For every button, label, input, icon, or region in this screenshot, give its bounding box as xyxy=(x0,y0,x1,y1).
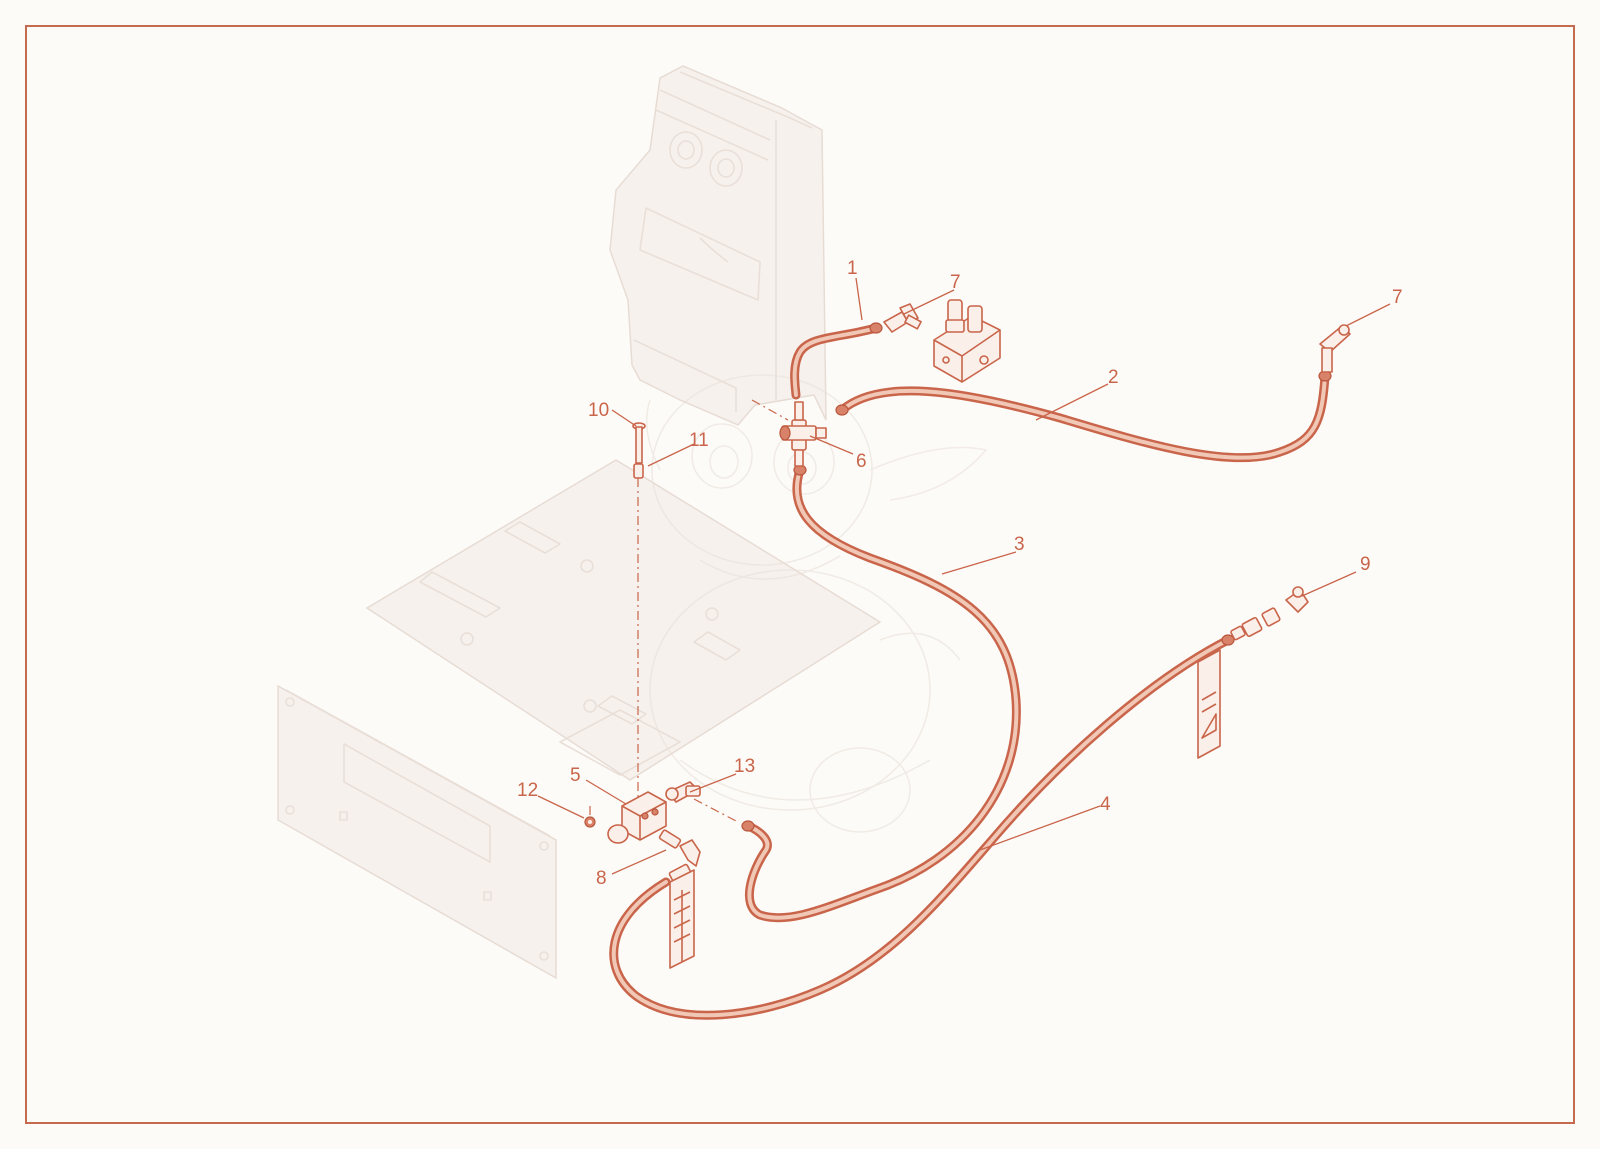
valve-5 xyxy=(607,791,667,844)
warning-tag-left xyxy=(669,869,695,969)
callout-1: 1 xyxy=(847,258,858,279)
leader-3 xyxy=(941,551,1017,575)
alignment-line-6 xyxy=(751,399,789,421)
ghost-base-plate xyxy=(365,459,882,781)
nut-12 xyxy=(584,816,596,828)
cross-fitting-6 xyxy=(779,401,827,467)
callout-11: 11 xyxy=(689,430,709,451)
callout-13: 13 xyxy=(734,756,755,777)
alignment-line-13 xyxy=(693,798,739,823)
callout-6: 6 xyxy=(856,451,867,472)
leader-6 xyxy=(809,435,854,455)
callout-7-upper-right: 7 xyxy=(1392,287,1403,308)
hose-2 xyxy=(837,371,1330,463)
valve-block xyxy=(933,299,1001,383)
ghost-watermark-mascot xyxy=(645,374,987,833)
callout-4: 4 xyxy=(1100,794,1111,815)
hose-end-fittings xyxy=(741,322,1332,832)
leader-8 xyxy=(611,849,667,875)
leader-11 xyxy=(647,443,695,467)
elbow-fitting-13 xyxy=(665,781,701,803)
callout-3: 3 xyxy=(1014,534,1025,555)
leader-2 xyxy=(1035,383,1109,421)
elbow-fitting-7b xyxy=(1319,324,1351,373)
ghost-tank-housing xyxy=(609,65,827,426)
leader-4 xyxy=(979,805,1101,851)
warning-tag-right xyxy=(1197,649,1221,759)
callout-5: 5 xyxy=(570,765,581,786)
ghost-front-panel xyxy=(277,684,557,980)
bolt-10 xyxy=(632,422,646,464)
fitting-8 xyxy=(658,829,701,883)
hose-4 xyxy=(609,635,1233,1020)
hose-3 xyxy=(743,465,1021,923)
drawing-border xyxy=(25,25,1575,1124)
callout-8: 8 xyxy=(596,868,607,889)
leader-12 xyxy=(537,795,585,819)
callout-12: 12 xyxy=(517,780,538,801)
callout-10: 10 xyxy=(588,400,609,421)
callout-2: 2 xyxy=(1108,367,1119,388)
leader-5 xyxy=(585,779,627,805)
callout-7-upper-left: 7 xyxy=(950,272,961,293)
callout-9: 9 xyxy=(1360,554,1371,575)
spacer-11 xyxy=(633,463,644,479)
leader-7a xyxy=(903,289,955,315)
leader-13 xyxy=(689,773,737,793)
leader-7b xyxy=(1345,303,1391,327)
leader-10 xyxy=(611,409,637,427)
leader-9 xyxy=(1301,571,1357,597)
hose-1 xyxy=(790,323,881,400)
elbow-fitting-9 xyxy=(1230,586,1309,641)
leader-1 xyxy=(855,277,863,321)
elbow-fitting-7a xyxy=(883,303,922,333)
